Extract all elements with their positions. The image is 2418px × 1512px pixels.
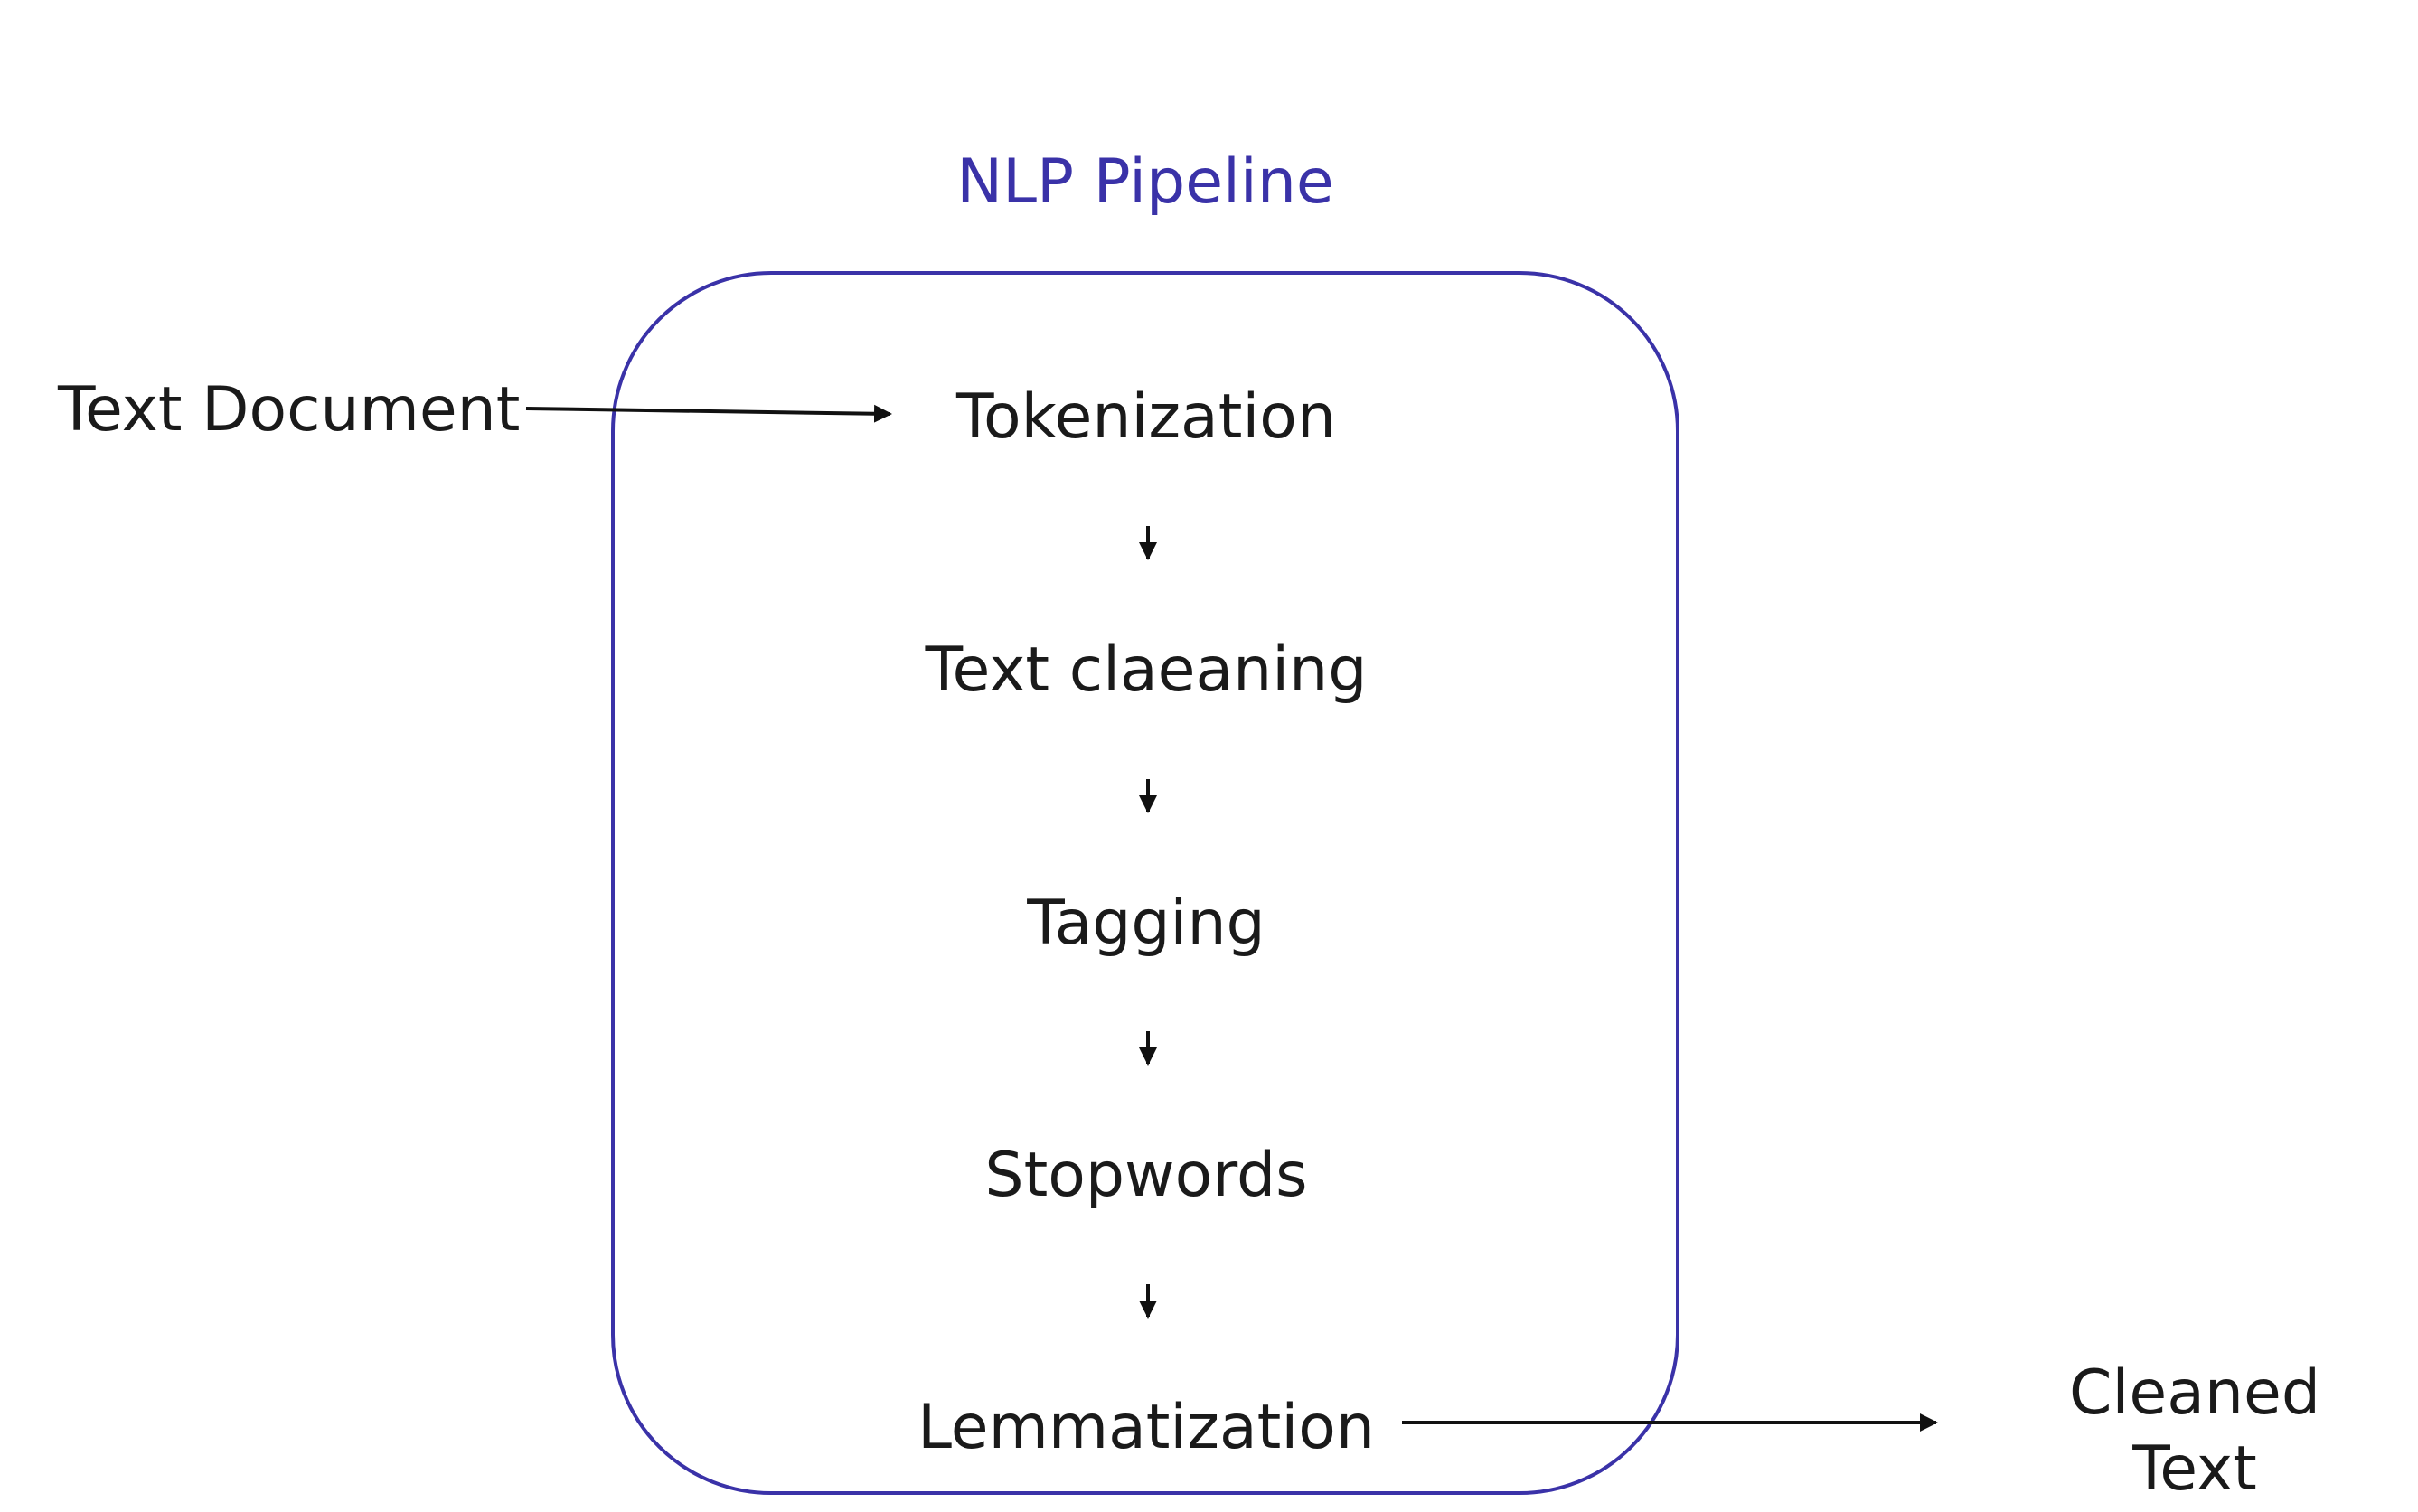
step-tokenization: Tokenization xyxy=(956,381,1336,453)
output-label-line: Cleaned xyxy=(2069,1357,2320,1429)
output-label: Cleaned Text xyxy=(2050,1356,2339,1507)
input-label: Text Document xyxy=(58,374,521,446)
pipeline-container-box xyxy=(611,271,1679,1495)
step-text-cleaning: Text claeaning xyxy=(925,634,1368,706)
output-label-line: Text xyxy=(2132,1433,2257,1505)
input-arrow xyxy=(525,404,892,423)
step-stopwords: Stopwords xyxy=(984,1140,1308,1211)
step-lemmatization: Lemmatization xyxy=(917,1392,1375,1463)
step-tagging: Tagging xyxy=(1027,887,1265,959)
pipeline-title: NLP Pipeline xyxy=(956,146,1334,218)
